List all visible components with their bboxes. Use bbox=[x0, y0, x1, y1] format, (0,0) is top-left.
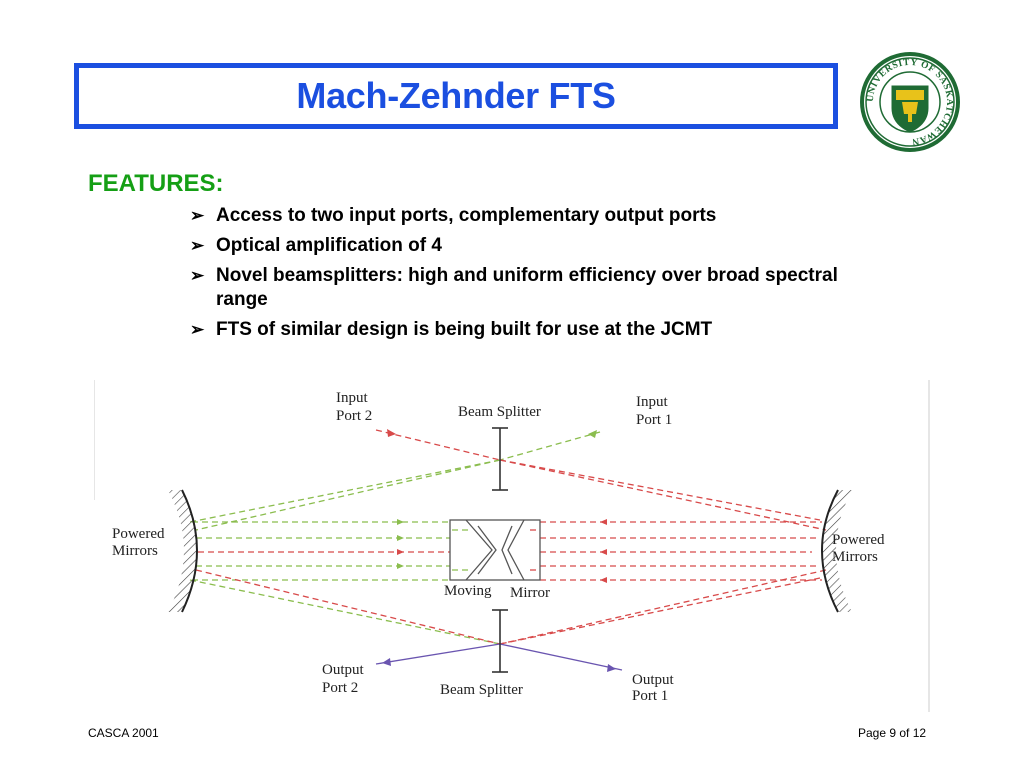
output-port-1-beam bbox=[499, 643, 623, 671]
slide-title: Mach-Zehnder FTS bbox=[296, 75, 616, 116]
powered-mirrors-right-label-line2: Mirrors bbox=[832, 549, 878, 565]
powered-mirrors-right-label-line1: Powered bbox=[832, 532, 885, 548]
input-port-2-beam bbox=[375, 429, 501, 461]
footer-conference: CASCA 2001 bbox=[88, 726, 159, 740]
right-powered-mirror bbox=[821, 489, 852, 613]
output-port-2-beam bbox=[375, 643, 501, 665]
feature-text: Access to two input ports, complementary… bbox=[216, 205, 717, 226]
university-logo: UNIVERSITY OF SASKATCHEWAN bbox=[860, 52, 960, 152]
output-port-2-label-line1: Output bbox=[322, 662, 365, 678]
feature-item: ➢ Optical amplification of 4 bbox=[190, 234, 890, 258]
beam-arrowheads bbox=[382, 429, 616, 672]
beam-splitter-bottom-label: Beam Splitter bbox=[440, 682, 523, 698]
powered-mirrors-left-label-line2: Mirrors bbox=[112, 543, 158, 559]
features-heading: FEATURES: bbox=[88, 170, 224, 197]
feature-text: Novel beamsplitters: high and uniform ef… bbox=[216, 265, 838, 310]
moving-mirror bbox=[449, 519, 541, 581]
beam-splitter-top-label: Beam Splitter bbox=[458, 404, 541, 420]
feature-item: ➢ Novel beamsplitters: high and uniform … bbox=[190, 264, 890, 312]
input-port-2-label-line1: Input bbox=[336, 390, 368, 406]
moving-mirror-label-word1: Moving bbox=[444, 583, 492, 599]
input-port-1-beam bbox=[499, 431, 601, 461]
feature-text: Optical amplification of 4 bbox=[216, 235, 442, 256]
feature-item: ➢ FTS of similar design is being built f… bbox=[190, 318, 890, 342]
moving-mirror-label-word2: Mirror bbox=[510, 585, 550, 601]
input-port-1-label-line1: Input bbox=[636, 394, 668, 410]
beam-paths bbox=[189, 429, 827, 645]
output-port-1-label-line1: Output bbox=[632, 672, 675, 688]
bullet-arrow-icon: ➢ bbox=[190, 236, 205, 255]
input-port-2-label-line2: Port 2 bbox=[336, 408, 372, 424]
title-box: Mach-Zehnder FTS bbox=[74, 63, 838, 129]
footer-page-number: Page 9 of 12 bbox=[858, 726, 927, 740]
bullet-arrow-icon: ➢ bbox=[190, 320, 205, 339]
mach-zehnder-diagram: Input Port 2 Beam Splitter Input Port 1 … bbox=[94, 380, 930, 712]
output-port-2-label-line2: Port 2 bbox=[322, 680, 358, 696]
bullet-arrow-icon: ➢ bbox=[190, 266, 205, 285]
beam-splitter-top bbox=[492, 427, 508, 491]
input-port-1-label-line2: Port 1 bbox=[636, 412, 672, 428]
features-list: ➢ Access to two input ports, complementa… bbox=[190, 204, 890, 348]
beam-splitter-bottom bbox=[492, 609, 508, 673]
left-powered-mirror bbox=[168, 489, 198, 613]
feature-item: ➢ Access to two input ports, complementa… bbox=[190, 204, 890, 228]
powered-mirrors-left-label-line1: Powered bbox=[112, 526, 165, 542]
output-port-1-label-line2: Port 1 bbox=[632, 688, 668, 704]
bullet-arrow-icon: ➢ bbox=[190, 206, 205, 225]
feature-text: FTS of similar design is being built for… bbox=[216, 319, 713, 340]
